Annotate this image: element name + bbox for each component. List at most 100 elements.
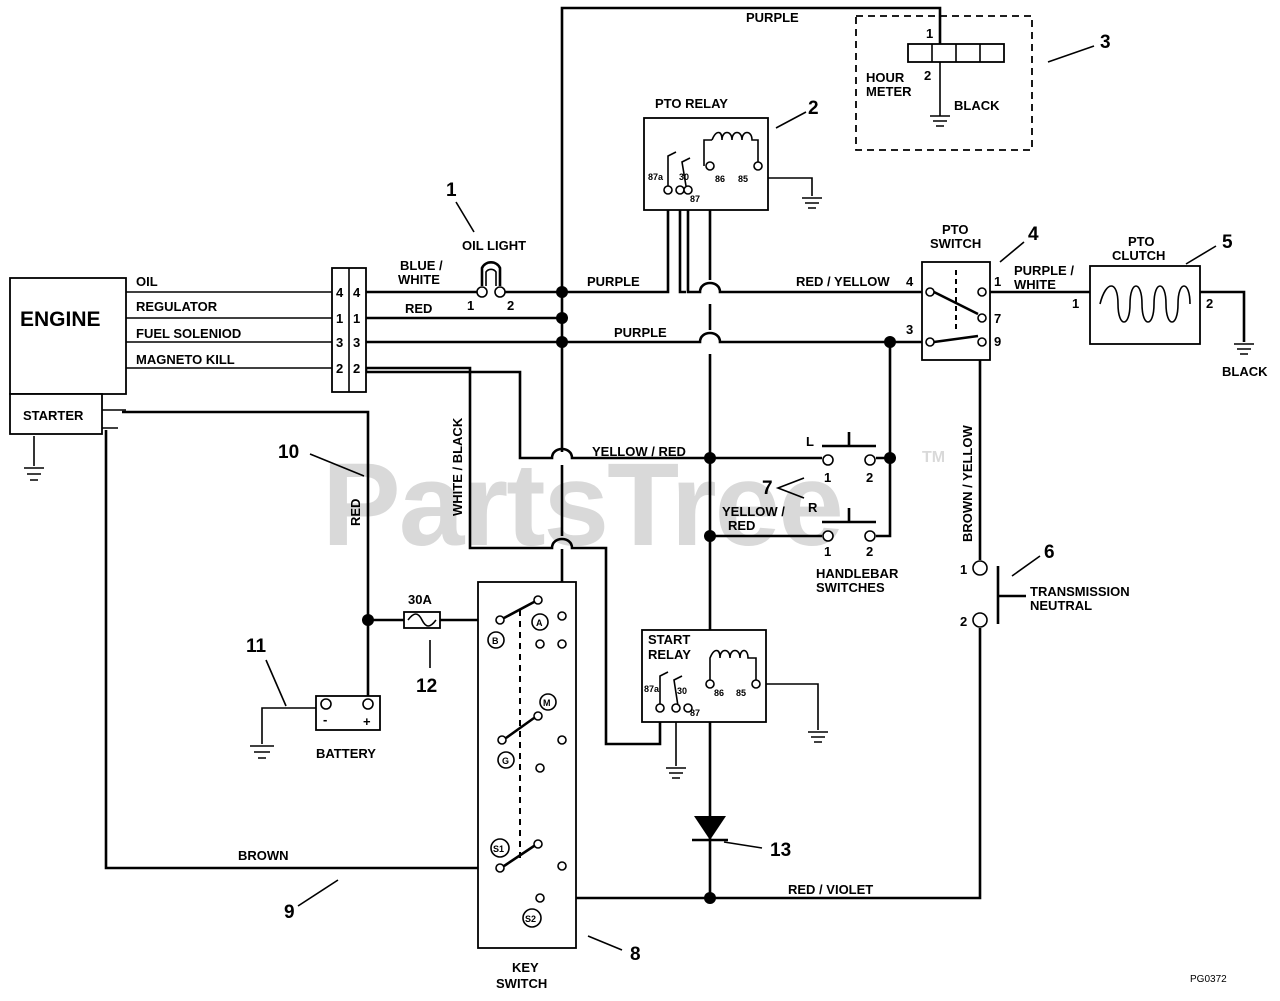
ground-icon <box>808 731 828 743</box>
wire-battery-minus <box>261 707 326 744</box>
relay-terminal <box>753 161 763 171</box>
callout-9: 9 <box>284 902 295 923</box>
wire-purple-top <box>560 6 942 290</box>
key-terminal <box>535 639 545 649</box>
key-switch-label: SWITCH <box>496 976 547 991</box>
ground-icon <box>1234 343 1254 355</box>
wire-brown <box>104 430 500 870</box>
watermark-tm: TM <box>922 449 945 466</box>
wire-label: BROWN / YELLOW <box>960 425 975 542</box>
key-pin-a <box>531 613 549 631</box>
callout-lines <box>265 45 1217 951</box>
engine-wire-fuel: FUEL SOLENIOD <box>136 326 241 341</box>
relay-pin: 87 <box>690 708 700 718</box>
pto-switch-terminal <box>977 287 987 297</box>
connector-pin: 2 <box>336 361 343 376</box>
pto-switch-terminal <box>977 313 987 323</box>
junction-dot <box>884 336 896 348</box>
oil-light-terminal <box>494 286 506 298</box>
battery-terminal <box>320 698 332 710</box>
pto-clutch-box <box>1089 265 1201 345</box>
start-relay-contacts <box>659 671 683 707</box>
relay-pin: 87a <box>648 172 664 182</box>
start-relay-coil-icon <box>709 649 757 684</box>
wire-handlebar-bus <box>876 342 892 538</box>
connector-pin: 3 <box>353 335 360 350</box>
relay-pin: 86 <box>714 688 724 698</box>
oil-light-bulb-icon <box>480 261 502 286</box>
callout-11: 11 <box>246 636 267 657</box>
oil-light-filament <box>485 268 497 286</box>
handlebar-right-plunger <box>822 508 876 524</box>
key-terminal <box>497 735 507 745</box>
callout-1: 1 <box>446 180 457 201</box>
connector-pin: 1 <box>336 311 343 326</box>
engine-box <box>9 277 127 395</box>
key-terminal <box>495 615 505 625</box>
callout-6: 6 <box>1044 542 1055 563</box>
oil-light-label: OIL LIGHT <box>462 238 526 253</box>
ground-icon <box>250 745 274 759</box>
connector-pin: 4 <box>336 285 344 300</box>
callout-13: 13 <box>770 840 791 861</box>
junction-dot <box>704 530 716 542</box>
pto-clutch-pin: 1 <box>1072 296 1079 311</box>
pto-switch-terminal <box>925 287 935 297</box>
callout-12: 12 <box>416 676 437 697</box>
transmission-label: TRANSMISSION <box>1030 584 1130 599</box>
transmission-terminal <box>972 560 988 576</box>
pto-relay-label: PTO RELAY <box>655 96 728 111</box>
key-terminal <box>533 711 543 721</box>
wire-white-black <box>366 366 662 746</box>
relay-terminal <box>683 185 693 195</box>
engine-label: ENGINE <box>20 308 101 331</box>
oil-light-terminal <box>476 286 488 298</box>
wire-label: WHITE <box>398 272 440 287</box>
relay-pin: 30 <box>679 172 689 182</box>
handlebar-pin: 1 <box>824 470 831 485</box>
starter-label: STARTER <box>23 408 84 423</box>
wire-label: BLUE / <box>400 258 443 273</box>
ground-icon <box>930 115 950 127</box>
wire-clutch-black <box>1200 290 1246 342</box>
relay-terminal <box>675 185 685 195</box>
handlebar-pin: 2 <box>866 470 873 485</box>
battery-label: BATTERY <box>316 746 376 761</box>
hour-meter-label: METER <box>866 84 912 99</box>
pto-relay-contacts <box>667 139 712 187</box>
pto-switch-terminal <box>977 337 987 347</box>
start-relay-label: RELAY <box>648 647 691 662</box>
engine-wire-regulator: REGULATOR <box>136 299 218 314</box>
key-terminal <box>533 595 543 605</box>
battery-terminal <box>362 698 374 710</box>
pto-clutch-label: CLUTCH <box>1112 248 1165 263</box>
handlebar-right-label: R <box>808 500 818 515</box>
engine-wire-magneto: MAGNETO KILL <box>136 352 235 367</box>
hour-meter-pin: 2 <box>924 68 931 83</box>
junction-dot <box>704 892 716 904</box>
junction-dot <box>362 614 374 626</box>
pto-switch-label: PTO <box>942 222 969 237</box>
fuse-element-icon <box>407 613 437 627</box>
key-pin-m <box>539 693 557 711</box>
key-pin-s2 <box>522 908 542 928</box>
wire-start-relay-ground <box>756 683 819 730</box>
oil-light-pin: 2 <box>507 298 514 313</box>
ground-icon <box>666 767 686 779</box>
relay-terminal <box>655 703 665 713</box>
callout-5: 5 <box>1222 232 1233 253</box>
callout-2: 2 <box>808 98 819 119</box>
handlebar-terminal <box>822 454 834 466</box>
key-pin-g <box>497 751 515 769</box>
wire-label: BLACK <box>954 98 1000 113</box>
wire-label: RED / YELLOW <box>796 274 890 289</box>
pto-switch-pin: 9 <box>994 334 1001 349</box>
key-pin-label: A <box>536 618 543 628</box>
pto-clutch-coil-icon <box>1099 285 1191 323</box>
relay-terminal <box>683 703 693 713</box>
wire-label: RED <box>348 499 363 526</box>
key-terminal <box>557 861 567 871</box>
key-terminal <box>535 893 545 903</box>
wire-label: BLACK <box>1222 364 1268 379</box>
